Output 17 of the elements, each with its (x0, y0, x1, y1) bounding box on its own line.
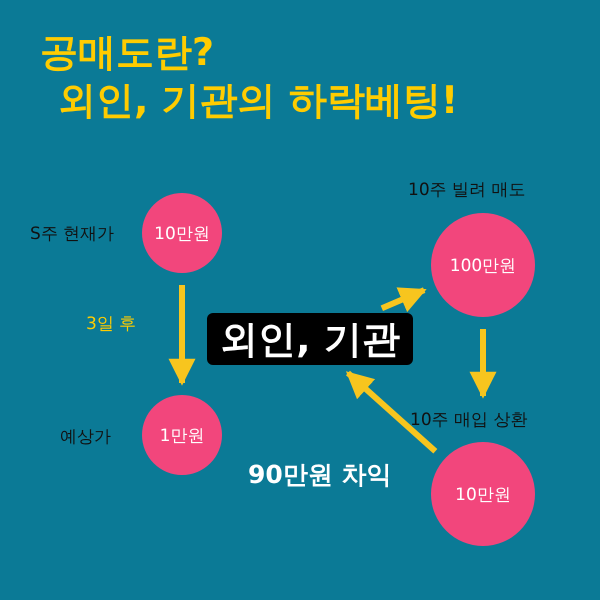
node-label: S주 현재가 (30, 223, 114, 245)
arrow (346, 370, 438, 454)
node-label: 10주 매입 상환 (410, 409, 528, 431)
arrow (168, 285, 196, 386)
node-label: 10주 빌려 매도 (408, 179, 526, 201)
edge-label: 90만원 차익 (248, 459, 392, 491)
node-label: 예상가 (60, 426, 111, 448)
arrow (380, 287, 427, 312)
price-text: 10만원 (154, 222, 210, 244)
label-box (207, 313, 413, 365)
edge-label: 3일 후 (86, 313, 136, 335)
price-text: 10만원 (455, 484, 511, 506)
title: 공매도란? 외인, 기관의 하락베팅! (40, 29, 460, 124)
box-text: 외인, 기관 (220, 316, 400, 362)
price-text: 100만원 (450, 254, 516, 276)
arrow (470, 329, 496, 399)
price-text: 1만원 (160, 424, 204, 446)
